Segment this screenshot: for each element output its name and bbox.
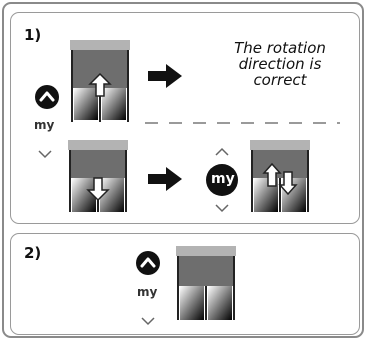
my-label: my <box>137 285 158 299</box>
down-chevron-icon[interactable] <box>141 317 155 326</box>
blind-window-icon <box>68 140 128 212</box>
dashed-divider <box>145 122 340 124</box>
right-arrow-icon <box>148 167 182 191</box>
my-button-icon[interactable] <box>206 164 238 196</box>
my-label: my <box>34 118 55 132</box>
my-button-label: my <box>211 171 235 187</box>
right-arrow-icon <box>148 64 182 88</box>
step-2-panel <box>10 233 360 335</box>
blind-window-icon <box>176 246 236 320</box>
up-button-icon[interactable] <box>35 85 59 109</box>
blind-window-icon <box>250 140 310 212</box>
step-2-number: 2) <box>24 244 42 262</box>
down-chevron-icon[interactable] <box>215 204 229 213</box>
blind-window-icon <box>70 40 130 122</box>
step-1-number: 1) <box>24 26 42 44</box>
step-1-panel <box>10 12 360 224</box>
result-text: The rotation direction is correct <box>234 39 326 89</box>
instruction-frame <box>2 2 364 338</box>
up-chevron-icon[interactable] <box>215 147 229 156</box>
up-button-icon[interactable] <box>136 251 160 275</box>
down-chevron-icon[interactable] <box>38 150 52 159</box>
